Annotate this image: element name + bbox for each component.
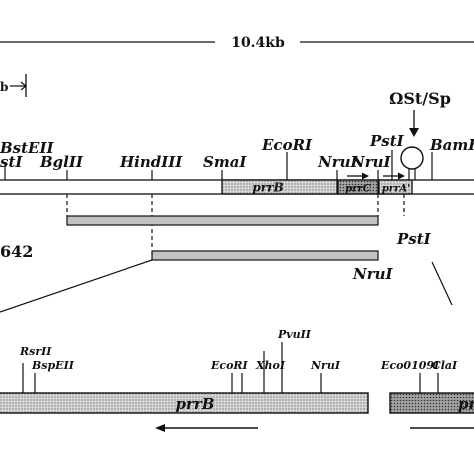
scale-bar: 10.4kb — [0, 35, 474, 51]
site-eco0109I: Eco0109I — [380, 359, 440, 372]
scale-label: 10.4kb — [231, 35, 285, 51]
site-smaI: SmaI — [203, 153, 247, 171]
site-bspEII: BspEII — [31, 359, 75, 372]
site-nruI-lower: NruI — [310, 359, 341, 372]
upper-prrC-block — [337, 179, 379, 195]
upper-map: prrB prrC prrA' BstEII stI BglII HindIII… — [0, 89, 474, 250]
site-nruI-2: NruI — [350, 153, 392, 171]
gene-label-prrB-upper: prrB — [252, 181, 283, 195]
upper-prrB-block — [221, 179, 338, 195]
omega-insertion: ΩSt/Sp — [389, 89, 451, 180]
gene-label-prrB-lower: prrB — [176, 395, 215, 413]
site-nruI-1: NruI — [317, 153, 359, 171]
site-pstI: PstI — [369, 132, 405, 150]
site-xhoI: XhoI — [255, 359, 286, 372]
lower-prrB-block — [0, 392, 369, 414]
lower-map: prrB pr RsrII BspEII EcoRI XhoI PvuII Nr… — [0, 328, 474, 432]
insertion-loop-icon — [400, 146, 424, 170]
site-claI: ClaI — [432, 359, 458, 372]
site-hindIII: HindIII — [119, 153, 183, 171]
site-pstI-left: stI — [0, 153, 23, 171]
gene-label-prrA: prrA' — [382, 184, 410, 195]
site-pvuII: PvuII — [277, 328, 312, 341]
subclone-bar-2 — [151, 250, 379, 261]
small-scale-bar: b — [0, 74, 27, 97]
lower-right-block — [389, 392, 474, 414]
lower-prrB-arrow — [155, 424, 258, 432]
subclone-bar2-end: NruI — [352, 265, 394, 283]
expansion-lines — [0, 259, 453, 313]
gene-label-prrC: prrC — [345, 184, 371, 195]
upper-prrA-block — [378, 179, 413, 195]
site-ecoRI-lower: EcoRI — [210, 359, 249, 372]
subclone-label-left: 642 — [0, 242, 33, 261]
upper-arrows — [347, 172, 405, 180]
subclones: 642 PstI NruI — [0, 215, 432, 283]
subclone-bar1-end: PstI — [396, 230, 432, 248]
gene-label-right-partial: pr — [458, 395, 474, 413]
insertion-label: ΩSt/Sp — [389, 89, 451, 108]
site-bamHI: BamH — [429, 136, 474, 154]
site-bsteII: BstEII — [0, 139, 55, 157]
site-ecoRI-upper: EcoRI — [261, 136, 313, 154]
subclone-bar-1 — [66, 215, 379, 226]
site-bglII: BglII — [39, 153, 84, 171]
small-scale-label: b — [0, 80, 8, 94]
site-rsrII: RsrII — [19, 345, 52, 358]
